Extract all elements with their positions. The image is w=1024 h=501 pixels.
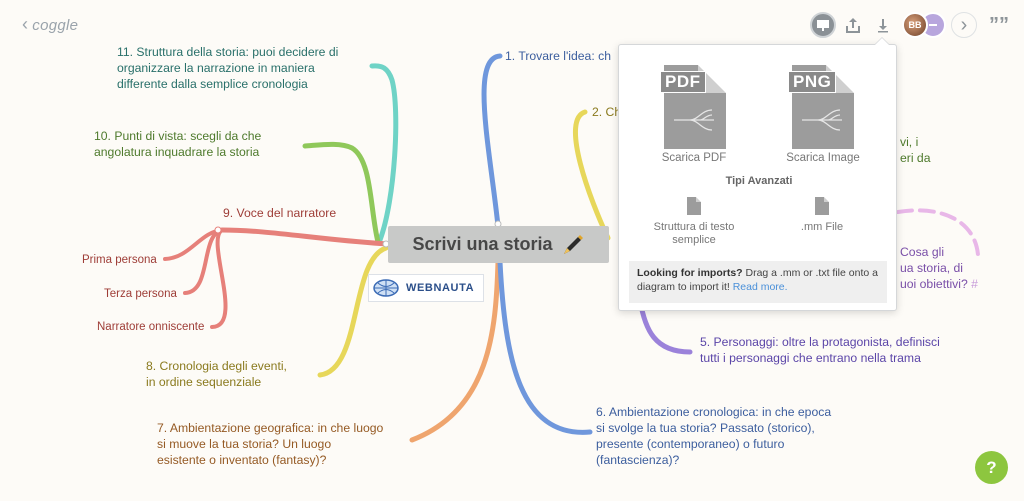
share-button[interactable] <box>840 12 866 38</box>
coggle-logo[interactable]: ‹coggle <box>22 14 78 35</box>
node-7-ambientazione-geografica[interactable]: 7. Ambientazione geografica: in che luog… <box>157 421 384 467</box>
node-11-struttura[interactable]: 11. Struttura della storia: puoi decider… <box>117 45 339 91</box>
user-avatar[interactable]: BB <box>902 12 928 38</box>
text-file-icon <box>687 197 701 215</box>
node-4-a[interactable]: Cosa gli <box>900 245 945 259</box>
help-button[interactable]: ? <box>975 451 1008 484</box>
chevron-right-icon: › <box>960 13 968 36</box>
import-hint-text: Drag a .mm or .txt file onto a diagram t… <box>637 267 878 293</box>
node-2[interactable]: 2. Ch <box>592 105 622 119</box>
pen-icon <box>563 234 583 254</box>
import-hint-title: Looking for imports? <box>637 267 743 279</box>
import-hint: Looking for imports? Drag a .mm or .txt … <box>629 261 887 303</box>
node-9b-terza-persona[interactable]: Terza persona <box>104 288 177 300</box>
pdf-download-label: Scarica PDF <box>661 152 727 164</box>
central-node[interactable]: Scrivi una storia <box>388 226 609 263</box>
node-9c-narratore-onniscente[interactable]: Narratore onniscente <box>97 321 205 333</box>
download-icon <box>878 19 888 33</box>
pdf-tag: PDF <box>660 71 706 93</box>
download-popup: PDF Scarica PDF PNG Scarica Image Tipi A… <box>618 37 897 311</box>
globe-icon <box>373 279 399 297</box>
node-4-b[interactable]: ua storia, di <box>900 261 964 275</box>
node-1-trovare-idea[interactable]: 1. Trovare l'idea: ch <box>505 49 611 63</box>
node-4-c[interactable]: uoi obiettivi? # <box>900 276 978 292</box>
node-8-cronologia[interactable]: 8. Cronologia degli eventi, in ordine se… <box>146 359 287 389</box>
present-button[interactable] <box>810 12 836 38</box>
download-button[interactable] <box>870 12 896 38</box>
png-file-icon: PNG <box>788 65 854 149</box>
node-4-text: uoi obiettivi? <box>900 277 968 291</box>
logo-text: coggle <box>32 17 79 34</box>
back-chevron-icon: ‹ <box>22 14 29 34</box>
text-structure-label: Struttura di testo semplice <box>653 221 735 246</box>
webnauta-logo-image[interactable]: WEBNAUTA <box>368 274 484 302</box>
node-3-tail-b[interactable]: eri da <box>900 151 931 165</box>
next-chevron-button[interactable]: › <box>951 12 977 38</box>
present-icon <box>817 20 829 31</box>
comments-button[interactable]: ”” <box>986 12 1012 38</box>
pdf-file-icon: PDF <box>660 65 726 149</box>
png-tag: PNG <box>788 71 837 93</box>
read-more-link[interactable]: Read more. <box>732 281 788 293</box>
brand-name: WEBNAUTA <box>406 282 475 294</box>
node-6-ambientazione-cronologica[interactable]: 6. Ambientazione cronologica: in che epo… <box>596 405 832 467</box>
quote-icon: ”” <box>989 13 1009 36</box>
central-node-title: Scrivi una storia <box>412 234 553 254</box>
node-3-tail-a[interactable]: vi, i <box>900 135 919 149</box>
advanced-types-title: Tipi Avanzati <box>725 175 793 187</box>
png-download-label: Scarica Image <box>786 152 860 164</box>
mm-file-label: .mm File <box>800 221 844 233</box>
node-5-personaggi[interactable]: 5. Personaggi: oltre la protagonista, de… <box>700 335 940 365</box>
node-9a-prima-persona[interactable]: Prima persona <box>82 254 157 266</box>
hashtag: # <box>971 277 978 291</box>
node-10-punti-di-vista[interactable]: 10. Punti di vista: scegli da che angola… <box>94 129 262 159</box>
node-9-voce-narratore[interactable]: 9. Voce del narratore <box>223 206 337 220</box>
share-icon <box>846 18 860 33</box>
mm-file-icon <box>815 197 829 215</box>
